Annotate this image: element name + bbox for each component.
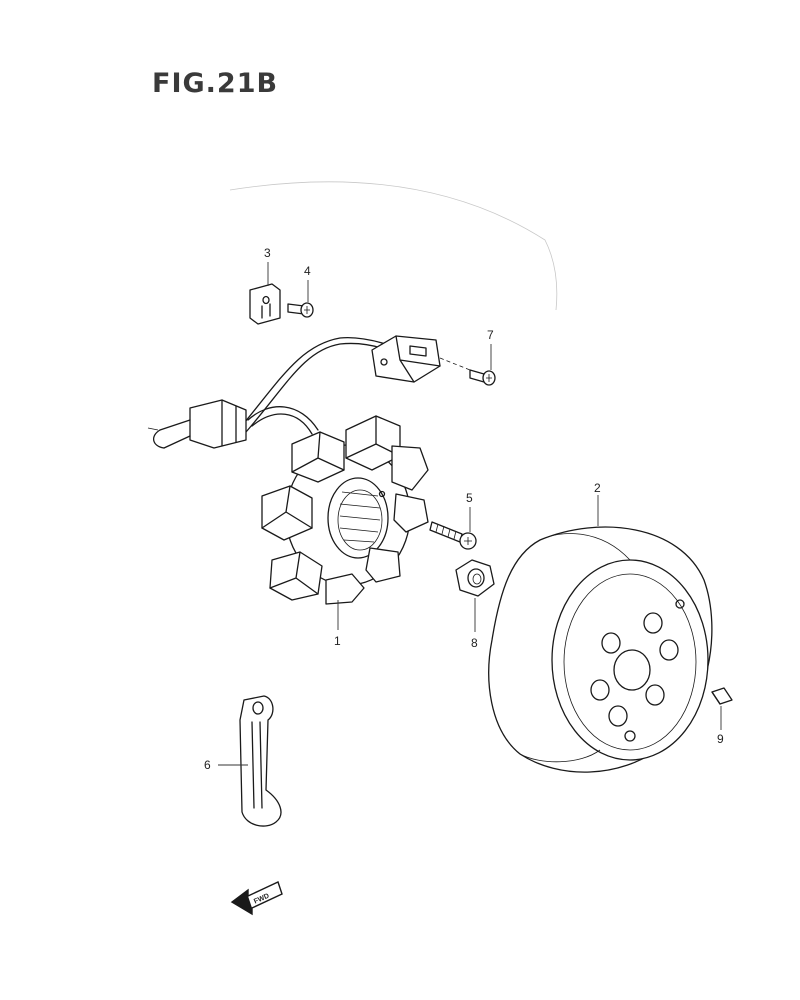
screw-part-5 [429,521,477,550]
nut-part-8 [455,559,495,597]
callout-2: 2 [594,481,601,526]
callout-label: 2 [594,481,601,495]
callout-9: 9 [717,706,724,746]
flywheel-rotor [488,526,713,773]
background-arc [229,181,558,311]
callout-label: 1 [334,634,341,648]
callout-label: 4 [304,264,311,278]
callout-4: 4 [304,264,311,302]
callout-6: 6 [204,758,248,772]
key-part-9 [711,687,733,705]
figure-title: FIG.21B [152,68,278,99]
callout-label: 7 [487,328,494,342]
callout-8: 8 [471,598,478,650]
stator [261,415,429,605]
callout-1: 1 [334,600,341,648]
callout-7: 7 [487,328,494,370]
callout-label: 6 [204,758,211,772]
callout-label: 3 [264,246,271,260]
fwd-direction-indicator: FWD [230,881,283,916]
screw-part-7 [469,369,496,386]
screw-part-4 [287,302,314,318]
callout-label: 8 [471,636,478,650]
callout-5: 5 [466,491,473,532]
callout-3: 3 [264,246,271,286]
callout-label: 9 [717,732,724,746]
wire-clamp-bracket [249,283,281,325]
wire-guide-plate [239,695,282,827]
wiring-harness [147,335,471,449]
callout-label: 5 [466,491,473,505]
